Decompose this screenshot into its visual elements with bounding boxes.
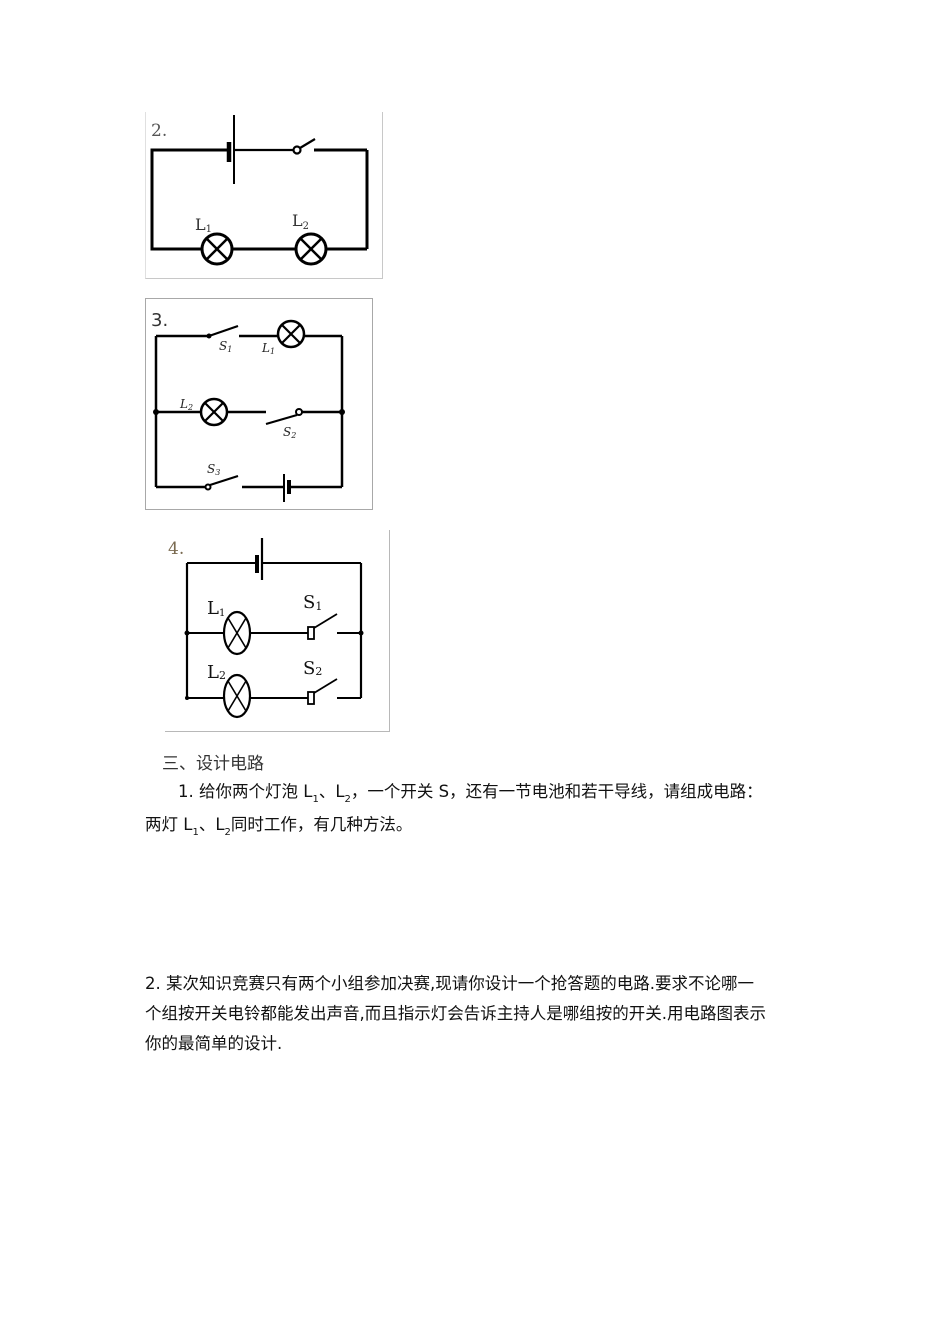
battery-icon [226, 115, 235, 184]
lamp-l2-icon [199, 397, 229, 427]
switch-s2-icon [265, 408, 303, 426]
question-2-line-3: 你的最简单的设计. [145, 1034, 283, 1053]
lamp-l2-icon [294, 232, 328, 266]
svg-text:L1: L1 [261, 341, 275, 356]
switch-s3-icon [204, 474, 239, 491]
figure-label: 2. [151, 121, 167, 141]
section-title: 三、设计电路 [162, 754, 264, 774]
svg-text:L2: L2 [179, 397, 193, 412]
svg-text:L1: L1 [207, 598, 225, 619]
figure-label: 3. [151, 310, 168, 331]
lamp-l1-icon [200, 232, 234, 266]
lamp-l1-icon [276, 319, 306, 349]
question-1-line-1: 1. 给你两个灯泡 L1、L2，一个开关 S，还有一节电池和若干导线，请组成电路… [178, 782, 763, 805]
svg-text:S2: S2 [303, 658, 322, 679]
battery-icon [255, 538, 264, 580]
svg-text:L2: L2 [292, 211, 309, 232]
svg-text:S1: S1 [219, 339, 232, 354]
lamp-l1-icon [222, 610, 252, 656]
question-2-line-1: 2. 某次知识竞赛只有两个小组参加决赛,现请你设计一个抢答题的电路.要求不论哪一 [145, 974, 754, 993]
switch-s1-icon [307, 613, 338, 640]
svg-text:L1: L1 [195, 215, 212, 235]
lamp-l2-icon [222, 673, 252, 719]
circuit-diagram-3: 3. S1 L1 L2 [145, 298, 373, 510]
svg-text:L2: L2 [207, 662, 226, 683]
svg-text:S1: S1 [303, 592, 322, 613]
circuit-diagram-2: 2. L1 L2 [145, 112, 383, 279]
switch-icon [292, 138, 316, 155]
question-1-line-2: 两灯 L1、L2同时工作，有几种方法。 [145, 815, 413, 838]
circuit-diagram-4: 4. L1 S1 [165, 530, 390, 732]
svg-text:S2: S2 [283, 425, 296, 440]
switch-s1-icon [206, 324, 239, 339]
svg-text:S3: S3 [207, 462, 220, 477]
battery-icon [283, 474, 291, 502]
switch-s2-icon [307, 678, 338, 705]
question-2-line-2: 个组按开关电铃都能发出声音,而且指示灯会告诉主持人是哪组按的开关.用电路图表示 [145, 1004, 766, 1023]
figure-label: 4. [168, 539, 184, 559]
